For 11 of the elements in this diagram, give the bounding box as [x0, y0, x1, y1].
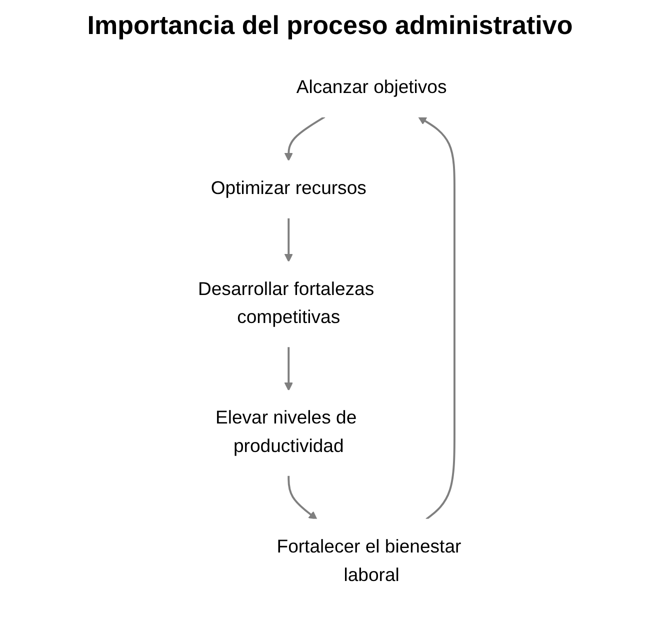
arrow — [284, 346, 293, 391]
diagram-title: Importancia del proceso administrativo — [87, 10, 573, 41]
arrow — [284, 218, 293, 262]
arrow — [418, 116, 456, 520]
node-text: Elevar niveles de productividad — [215, 408, 357, 456]
node-text: Optimizar recursos — [210, 178, 366, 199]
arrow — [284, 116, 326, 162]
node-text: Alcanzar objetivos — [296, 77, 447, 98]
node-text: Fortalecer el bienestar laboral — [276, 536, 462, 586]
arrow — [288, 475, 318, 520]
node-text: Desarrollar fortalezas competitivas — [198, 279, 374, 328]
